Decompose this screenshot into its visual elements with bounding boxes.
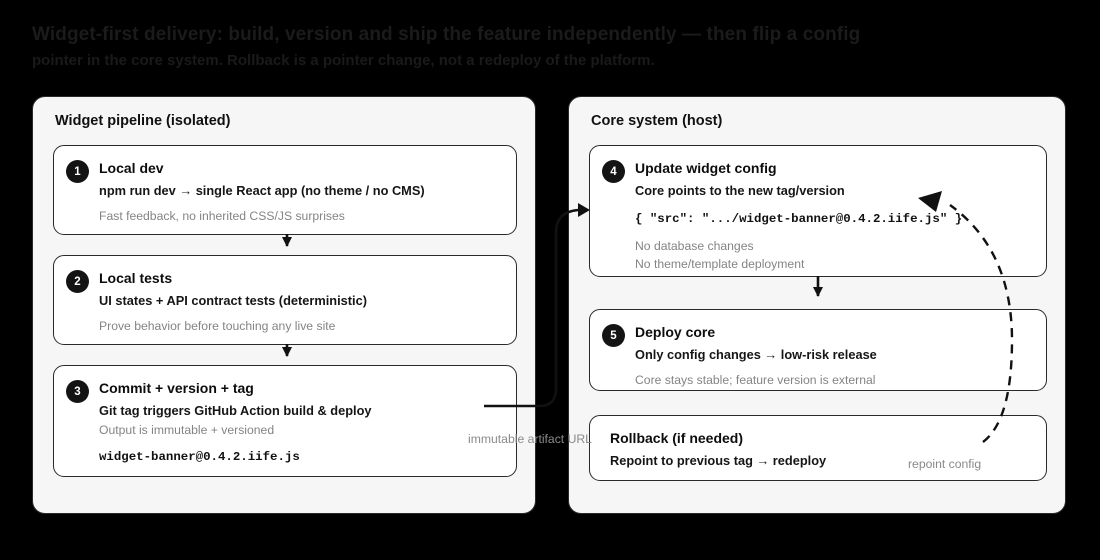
page-title: Widget-first delivery: build, version an… (32, 24, 861, 45)
card-commit-version-tag[interactable]: 3 Commit + version + tag Git tag trigger… (53, 365, 517, 477)
card-code-artifact-filename: widget-banner@0.4.2.iife.js (99, 450, 300, 464)
card-code-widget-src-config: { "src": ".../widget-banner@0.4.2.iife.j… (635, 212, 963, 226)
edge-label-artifact-url: immutable artifact URL (468, 432, 592, 446)
card-note-local-dev: Fast feedback, no inherited CSS/JS surpr… (99, 209, 345, 223)
card-note-deploy-core: Core stays stable; feature version is ex… (635, 373, 876, 387)
card-subtitle-commit-version-tag: Git tag triggers GitHub Action build & d… (99, 403, 372, 418)
card-title-update-widget-config: Update widget config (635, 160, 777, 176)
card-subtitle-deploy-core: Only config changes → low-risk release (635, 347, 877, 362)
step-badge-1: 1 (66, 160, 89, 183)
card-title-local-tests: Local tests (99, 270, 173, 286)
card-local-tests[interactable]: 2 Local tests UI states + API contract t… (53, 255, 517, 345)
card-update-widget-config[interactable]: 4 Update widget config Core points to th… (589, 145, 1047, 277)
heading-block: Widget-first delivery: build, version an… (32, 22, 1072, 72)
card-title-local-dev: Local dev (99, 160, 164, 176)
page-subtitle: pointer in the core system. Rollback is … (32, 52, 655, 69)
card-deploy-core[interactable]: 5 Deploy core Only config changes → low-… (589, 309, 1047, 391)
card-note-local-tests: Prove behavior before touching any live … (99, 319, 336, 333)
panel-core-system: Core system (host) 4 Update widget confi… (568, 96, 1066, 514)
step-badge-4: 4 (602, 160, 625, 183)
card-rollback[interactable]: Rollback (if needed) Repoint to previous… (589, 415, 1047, 481)
card-note-commit-version-tag: Output is immutable + versioned (99, 423, 275, 437)
panel-title-core-system: Core system (host) (591, 113, 723, 129)
step-badge-2: 2 (66, 270, 89, 293)
card-subtitle-rollback: Repoint to previous tag → redeploy (610, 453, 827, 468)
step-badge-5: 5 (602, 324, 625, 347)
card-local-dev[interactable]: 1 Local dev npm run dev → single React a… (53, 145, 517, 235)
panel-title-widget-pipeline: Widget pipeline (isolated) (55, 113, 231, 129)
card-subtitle-local-dev: npm run dev → single React app (no theme… (99, 183, 425, 198)
card-title-commit-version-tag: Commit + version + tag (99, 380, 254, 396)
card-subtitle-update-widget-config: Core points to the new tag/version (635, 183, 845, 198)
card-title-rollback: Rollback (if needed) (610, 430, 744, 446)
edge-label-repoint-config: repoint config (908, 457, 982, 471)
step-badge-3: 3 (66, 380, 89, 403)
card-note-no-database-changes: No database changes (635, 239, 754, 253)
card-subtitle-local-tests: UI states + API contract tests (determin… (99, 293, 367, 308)
card-note-no-theme-deployment: No theme/template deployment (635, 257, 805, 271)
panel-widget-pipeline: Widget pipeline (isolated) 1 Local dev n… (32, 96, 536, 514)
card-title-deploy-core: Deploy core (635, 324, 716, 340)
